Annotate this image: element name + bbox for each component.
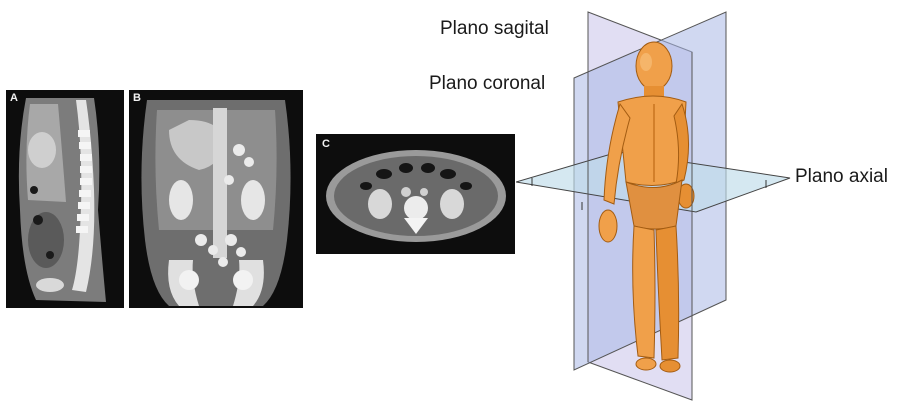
anatomical-planes-figure <box>516 0 806 402</box>
ct-axial-image: C <box>316 134 515 254</box>
axial-plane-label: Plano axial <box>795 166 888 188</box>
panel-c-label: C <box>322 138 330 150</box>
panel-b-label: B <box>133 92 141 104</box>
ct-sagittal-image: A <box>6 90 124 308</box>
panel-a-label: A <box>10 92 18 104</box>
ct-coronal-image: B <box>129 90 303 308</box>
